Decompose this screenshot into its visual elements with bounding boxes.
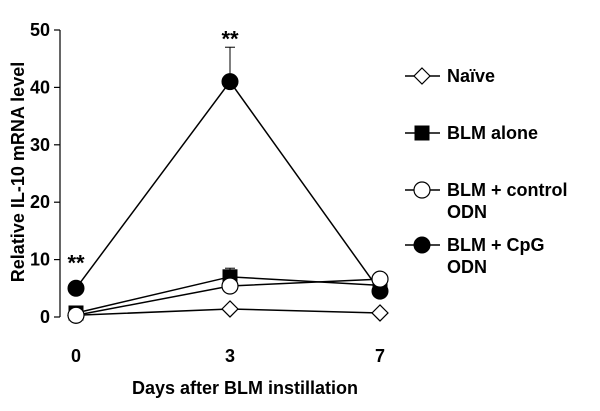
significance-annotation: **	[221, 27, 239, 52]
significance-annotation: **	[67, 250, 85, 275]
data-point	[371, 270, 389, 288]
legend-label: ODN	[447, 202, 487, 222]
series-2	[67, 270, 389, 324]
series-layer: ** **	[67, 27, 389, 325]
x-tick-label: 7	[375, 346, 385, 366]
data-point	[221, 277, 239, 295]
x-tick-label: 0	[71, 346, 81, 366]
legend-label: BLM + CpG	[447, 235, 545, 255]
y-tick-label: 0	[40, 307, 50, 327]
legend-label: ODN	[447, 257, 487, 277]
legend-marker	[413, 236, 431, 254]
y-tick-label: 30	[30, 135, 50, 155]
legend-item: Naïve	[405, 66, 495, 86]
series-3	[67, 46, 389, 300]
legend-label: Naïve	[447, 66, 495, 86]
data-point	[371, 304, 389, 322]
data-point	[221, 73, 239, 91]
legend-marker	[413, 181, 431, 199]
data-point	[67, 279, 85, 297]
y-axis-title: Relative IL-10 mRNA level	[8, 62, 28, 282]
y-tick-label: 10	[30, 250, 50, 270]
axes: 0 10 20 30 40 50 0 3 7	[30, 20, 385, 366]
series-line	[75, 80, 381, 292]
x-axis-title: Days after BLM instillation	[132, 378, 358, 398]
data-point	[221, 300, 239, 318]
legend-marker	[414, 125, 430, 141]
x-tick-label: 3	[225, 346, 235, 366]
legend-item: BLM alone	[405, 123, 538, 143]
legend-marker	[413, 67, 431, 85]
data-point	[67, 306, 85, 324]
y-tick-label: 20	[30, 192, 50, 212]
legend-label: BLM alone	[447, 123, 538, 143]
legend-label: BLM + control	[447, 180, 568, 200]
y-tick-label: 50	[30, 20, 50, 40]
y-tick-label: 40	[30, 77, 50, 97]
